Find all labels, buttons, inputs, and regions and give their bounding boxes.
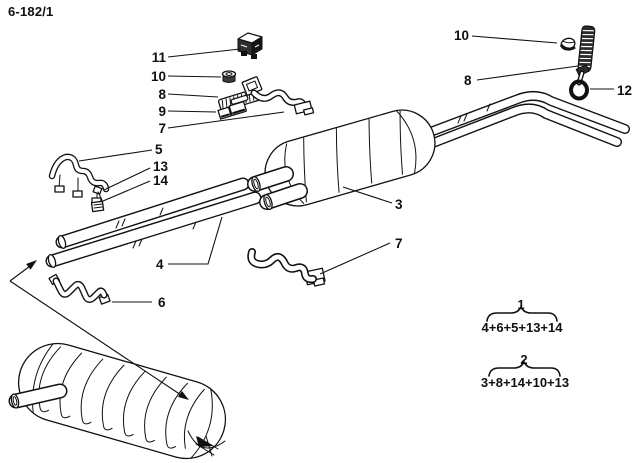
figure-code: 6-182/1 bbox=[8, 4, 54, 19]
assembly-arrow bbox=[9, 260, 189, 400]
callout-9: 9 bbox=[158, 104, 166, 119]
callout-7-top: 7 bbox=[158, 121, 166, 136]
part-8-serrated-strap-right bbox=[577, 25, 596, 72]
part-13-bolt bbox=[92, 185, 103, 201]
callout-3: 3 bbox=[395, 197, 403, 212]
part-3-center-muffler bbox=[247, 109, 436, 210]
group-2-formula: 3+8+14+10+13 bbox=[481, 375, 569, 390]
part-6-clamp bbox=[48, 273, 111, 305]
rear-muffler-crimped-end bbox=[187, 430, 226, 457]
part-11-rubber-mount bbox=[237, 32, 263, 59]
callout-6: 6 bbox=[158, 295, 166, 310]
group-1-brace bbox=[486, 305, 558, 322]
part-9-clip bbox=[217, 101, 247, 120]
part-12-hook bbox=[569, 64, 590, 101]
rear-muffler bbox=[8, 342, 227, 460]
group-1-formula: 4+6+5+13+14 bbox=[482, 320, 564, 335]
callout-labels: 11 10 8 9 7 5 13 14 4 6 3 7 10 8 12 bbox=[151, 28, 632, 310]
assembly-group-1: 1 4+6+5+13+14 bbox=[482, 297, 564, 335]
assembly-group-2: 2 3+8+14+10+13 bbox=[481, 352, 569, 390]
callout-7-bottom: 7 bbox=[395, 236, 403, 251]
callout-13: 13 bbox=[153, 159, 169, 174]
part-4-front-pipes bbox=[45, 177, 262, 269]
callout-8-right: 8 bbox=[464, 73, 472, 88]
callout-14: 14 bbox=[153, 173, 169, 188]
callout-8-top: 8 bbox=[158, 87, 166, 102]
part-7-bracket-top bbox=[241, 76, 315, 116]
callout-10-right: 10 bbox=[454, 28, 469, 43]
callout-5: 5 bbox=[155, 142, 163, 157]
muffler-inlet-stubs bbox=[247, 166, 308, 210]
callout-12: 12 bbox=[617, 83, 632, 98]
part-10-nut-right bbox=[559, 37, 576, 51]
callout-4: 4 bbox=[156, 257, 164, 272]
callout-10-top: 10 bbox=[151, 69, 166, 84]
part-7-bracket-bottom bbox=[247, 248, 326, 287]
part-5-double-clamp bbox=[48, 153, 110, 205]
tailpipes bbox=[415, 91, 630, 153]
group-2-number: 2 bbox=[520, 352, 527, 367]
part-14-nut bbox=[90, 200, 105, 213]
group-2-brace bbox=[488, 360, 561, 377]
group-1-number: 1 bbox=[517, 297, 524, 312]
callout-11: 11 bbox=[152, 50, 167, 65]
rear-muffler-inlet-pipe bbox=[8, 383, 68, 409]
part-10-nut-top bbox=[221, 70, 237, 83]
leader-lines bbox=[78, 35, 614, 303]
